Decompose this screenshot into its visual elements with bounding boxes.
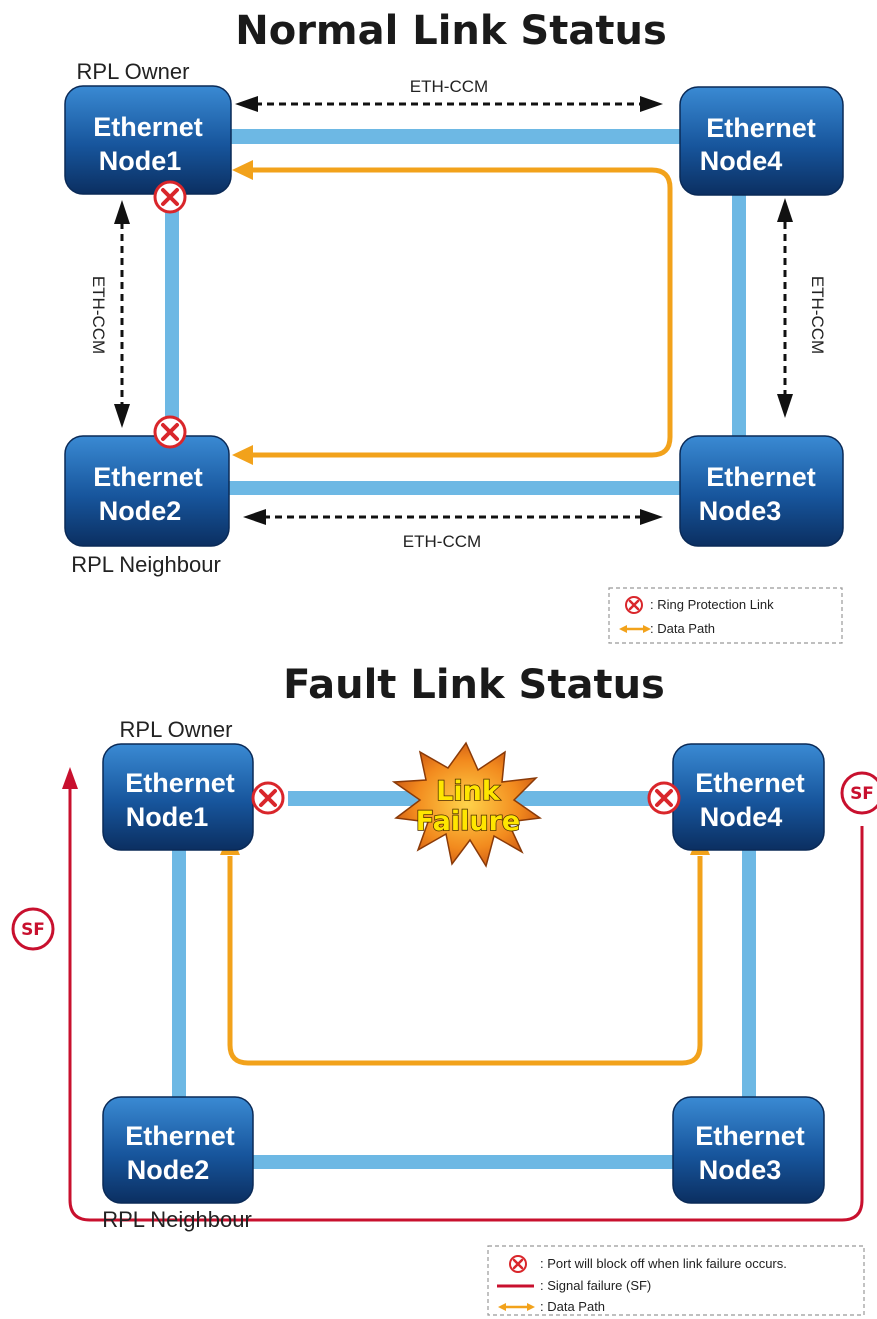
- x-circle-icon: [509, 1255, 527, 1273]
- x-circle-icon: [153, 415, 187, 449]
- fault-title: Fault Link Status: [283, 662, 665, 708]
- normal-link-node1-node4: [225, 129, 685, 144]
- sf-circle-icon: SF: [840, 771, 877, 815]
- fault-link-node1-node2: [172, 848, 186, 1098]
- normal-ccm-right-label: ETH-CCM: [808, 276, 827, 354]
- normal-ccm-bottom: ETH-CCM: [243, 509, 663, 551]
- fault-node3: Ethernet Node3: [672, 1096, 825, 1204]
- normal-legend-data-path: : Data Path: [650, 621, 715, 636]
- sf-right-label: SF: [850, 784, 874, 804]
- fault-node3-line1: Ethernet: [695, 1121, 805, 1151]
- fault-section: Fault Link Status RPL Owner Ethernet Nod…: [11, 662, 877, 1316]
- normal-ccm-left-label: ETH-CCM: [89, 276, 108, 354]
- normal-rpl-owner-label: RPL Owner: [77, 59, 190, 84]
- link-failure-burst: Link Failure: [391, 741, 543, 868]
- double-arrow-icon: [498, 1303, 535, 1311]
- normal-data-path: [250, 167, 673, 458]
- normal-ccm-bottom-label: ETH-CCM: [403, 532, 481, 551]
- normal-node2-line2: Node2: [99, 496, 182, 526]
- x-circle-icon: [251, 781, 285, 815]
- fault-node3-line2: Node3: [699, 1155, 782, 1185]
- fault-legend-block: : Port will block off when link failure …: [540, 1256, 787, 1271]
- x-circle-icon: [153, 180, 187, 214]
- fault-node2-line2: Node2: [127, 1155, 210, 1185]
- double-arrow-icon: [619, 625, 651, 633]
- normal-node3-line1: Ethernet: [706, 462, 816, 492]
- normal-node2: Ethernet Node2: [64, 435, 230, 547]
- fault-node2-line1: Ethernet: [125, 1121, 235, 1151]
- normal-ccm-right: ETH-CCM: [777, 198, 827, 418]
- x-circle-icon: [647, 781, 681, 815]
- sf-circle-icon: SF: [11, 907, 55, 951]
- normal-node3-line2: Node3: [699, 496, 782, 526]
- normal-link-node1-node2: [165, 205, 179, 430]
- burst-line2: Failure: [416, 806, 520, 837]
- signal-failure-path: [68, 785, 864, 1222]
- normal-rpl-neighbour-label: RPL Neighbour: [71, 552, 221, 577]
- fault-data-path: [227, 856, 703, 1066]
- fault-link-node2-node3: [253, 1155, 673, 1169]
- normal-node4-line2: Node4: [700, 146, 783, 176]
- normal-node1-line2: Node1: [99, 146, 182, 176]
- fault-node1-line1: Ethernet: [125, 768, 235, 798]
- fault-node4-line1: Ethernet: [695, 768, 805, 798]
- normal-ccm-top-label: ETH-CCM: [410, 77, 488, 96]
- normal-node4: Ethernet Node4: [679, 86, 844, 196]
- normal-data-path-arrow-top: [232, 160, 253, 180]
- normal-node3: Ethernet Node3: [679, 435, 844, 547]
- normal-link-node2-node3: [225, 481, 685, 495]
- normal-data-path-arrow-bottom: [232, 445, 253, 465]
- fault-rpl-neighbour-label: RPL Neighbour: [102, 1207, 252, 1232]
- normal-title: Normal Link Status: [235, 8, 667, 54]
- normal-node1: Ethernet Node1: [64, 85, 232, 195]
- normal-legend: : Ring Protection Link : Data Path: [608, 587, 843, 644]
- normal-node2-line1: Ethernet: [93, 462, 203, 492]
- fault-legend-signal-failure: : Signal failure (SF): [540, 1278, 651, 1293]
- normal-ccm-left: ETH-CCM: [89, 200, 130, 428]
- normal-node4-line1: Ethernet: [706, 113, 816, 143]
- fault-node1-line2: Node1: [126, 802, 209, 832]
- fault-node4: Ethernet Node4: [672, 743, 825, 851]
- fault-legend-data-path: : Data Path: [540, 1299, 605, 1314]
- normal-section: Normal Link Status RPL Owner ETH-CCM ETH…: [64, 8, 844, 644]
- burst-icon: [391, 741, 543, 868]
- fault-rpl-owner-label: RPL Owner: [120, 717, 233, 742]
- fault-node2: Ethernet Node2: [102, 1096, 254, 1204]
- normal-link-node4-node3: [732, 192, 746, 442]
- fault-node4-line2: Node4: [700, 802, 783, 832]
- burst-line1: Link: [436, 776, 501, 807]
- x-circle-icon: [625, 596, 643, 614]
- signal-failure-arrow: [62, 767, 78, 789]
- normal-ccm-top: ETH-CCM: [235, 77, 663, 112]
- sf-left-label: SF: [21, 920, 45, 940]
- normal-legend-ring-protection: : Ring Protection Link: [650, 597, 774, 612]
- fault-node1: Ethernet Node1: [102, 743, 254, 851]
- normal-node1-line1: Ethernet: [93, 112, 203, 142]
- fault-legend: : Port will block off when link failure …: [487, 1245, 865, 1316]
- fault-link-node4-node3: [742, 848, 756, 1098]
